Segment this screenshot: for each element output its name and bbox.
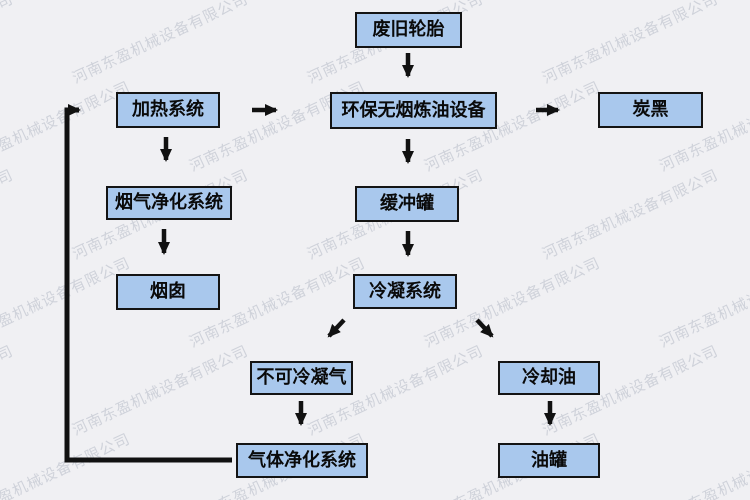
node-oil-tank: 油罐	[498, 443, 600, 478]
arrow-gas-purification-to-heating-feedback	[64, 104, 232, 463]
node-gas-purification: 气体净化系统	[236, 443, 368, 478]
node-buffer-tank: 缓冲罐	[355, 186, 459, 222]
node-non-condensable-gas: 不可冷凝气	[250, 361, 353, 395]
node-heating-system: 加热系统	[116, 92, 220, 128]
node-cooling-oil: 冷却油	[498, 361, 600, 395]
node-waste-tires: 废旧轮胎	[355, 12, 462, 48]
arrow-condensing-to-non-condensable-gas	[327, 318, 346, 338]
node-chimney: 烟囱	[116, 274, 220, 310]
arrow-condensing-to-cooling-oil	[475, 318, 494, 338]
node-carbon-black: 炭黑	[598, 92, 703, 128]
node-flue-gas-purification: 烟气净化系统	[106, 186, 232, 220]
node-refining-equipment: 环保无烟炼油设备	[330, 92, 497, 129]
node-condensing-system: 冷凝系统	[353, 274, 457, 309]
